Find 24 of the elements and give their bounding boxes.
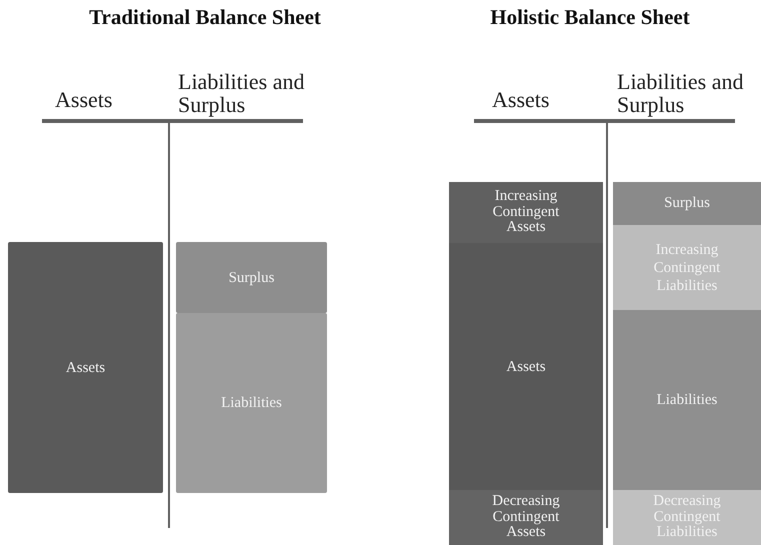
balance-sheet-block <box>176 242 327 313</box>
balance-sheet-block <box>613 225 761 310</box>
sheet-title: Holistic Balance Sheet <box>489 6 691 28</box>
block-label: Liabilities <box>220 394 283 412</box>
block-label: Assets <box>505 358 547 376</box>
column-heading: Liabilities and Surplus <box>178 70 306 116</box>
column-heading: Assets <box>492 88 550 112</box>
block-label: Assets <box>64 358 106 376</box>
block-label: Decreasing Contingent Assets <box>491 494 561 542</box>
balance-sheet-block <box>613 310 761 490</box>
balance-sheet-block <box>449 182 603 243</box>
block-label: Surplus <box>663 196 711 212</box>
balance-sheet-block <box>449 243 603 490</box>
block-label: Increasing Contingent Assets <box>492 188 560 236</box>
block-label: Liabilities <box>656 391 718 409</box>
column-heading: Assets <box>55 88 114 112</box>
balance-sheet-block <box>176 313 327 493</box>
sheet-title: Traditional Balance Sheet <box>88 6 322 28</box>
balance-sheet-block <box>613 182 761 225</box>
column-heading: Liabilities and Surplus <box>617 70 744 116</box>
block-label: Surplus <box>228 268 276 286</box>
balance-sheet-block <box>613 490 761 545</box>
balance-sheet-block <box>449 490 603 545</box>
balance-sheet-block <box>8 242 163 493</box>
